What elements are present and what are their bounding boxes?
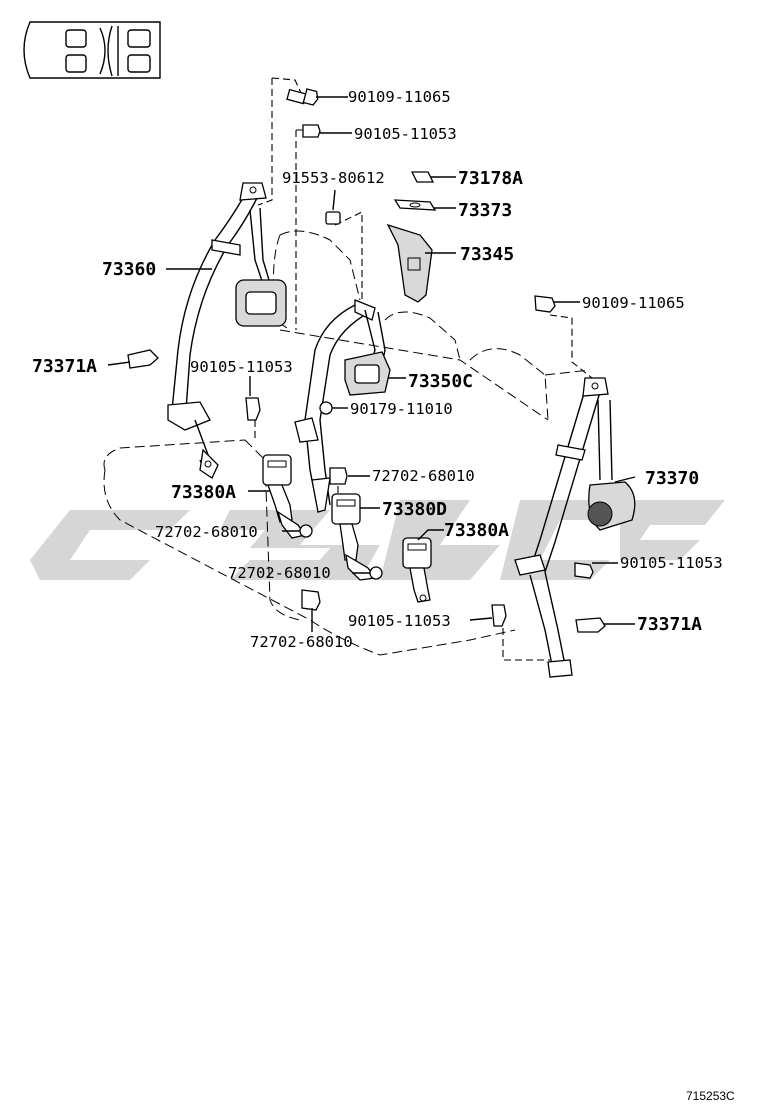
label-90109-11065-top: 90109-11065 — [348, 88, 451, 106]
buckle-73380A-right — [402, 537, 432, 603]
label-91553-80612: 91553-80612 — [282, 169, 385, 187]
leader-lines — [107, 96, 636, 632]
outer-belt-right — [514, 377, 636, 678]
connection-lines — [254, 77, 593, 661]
label-72702-68010-left: 72702-68010 — [155, 523, 258, 541]
buckle-73380D — [331, 493, 377, 581]
label-90105-11053-low: 90105-11053 — [348, 612, 451, 630]
label-73360: 73360 — [102, 259, 156, 280]
label-90105-11053-right: 90105-11053 — [620, 554, 723, 572]
illustration-code: 715253C — [686, 1089, 735, 1103]
label-73371A-left: 73371A — [32, 356, 97, 377]
label-73371A-right: 73371A — [637, 614, 702, 635]
label-72702-68010-bottom: 72702-68010 — [250, 633, 353, 651]
label-73345: 73345 — [460, 244, 514, 265]
label-90105-11053-top: 90105-11053 — [354, 125, 457, 143]
label-73350C: 73350C — [408, 371, 473, 392]
label-73380D: 73380D — [382, 499, 447, 520]
label-73373: 73373 — [458, 200, 512, 221]
label-73370: 73370 — [645, 468, 699, 489]
label-90179-11010: 90179-11010 — [350, 400, 453, 418]
rear-seat-outline — [103, 230, 591, 656]
label-73178A: 73178A — [458, 168, 523, 189]
label-72702-68010-center: 72702-68010 — [372, 467, 475, 485]
outer-belt-left — [167, 182, 287, 479]
label-73380A-right: 73380A — [444, 520, 509, 541]
label-72702-68010-low: 72702-68010 — [228, 564, 331, 582]
label-73380A-left: 73380A — [171, 482, 236, 503]
vehicle-location-icon — [23, 21, 161, 79]
part-labels: 90109-11065 90105-11053 91553-80612 7317… — [32, 88, 723, 651]
label-90105-11053-mid: 90105-11053 — [190, 358, 293, 376]
label-90109-11065-right: 90109-11065 — [582, 294, 685, 312]
center-belt — [294, 299, 391, 513]
